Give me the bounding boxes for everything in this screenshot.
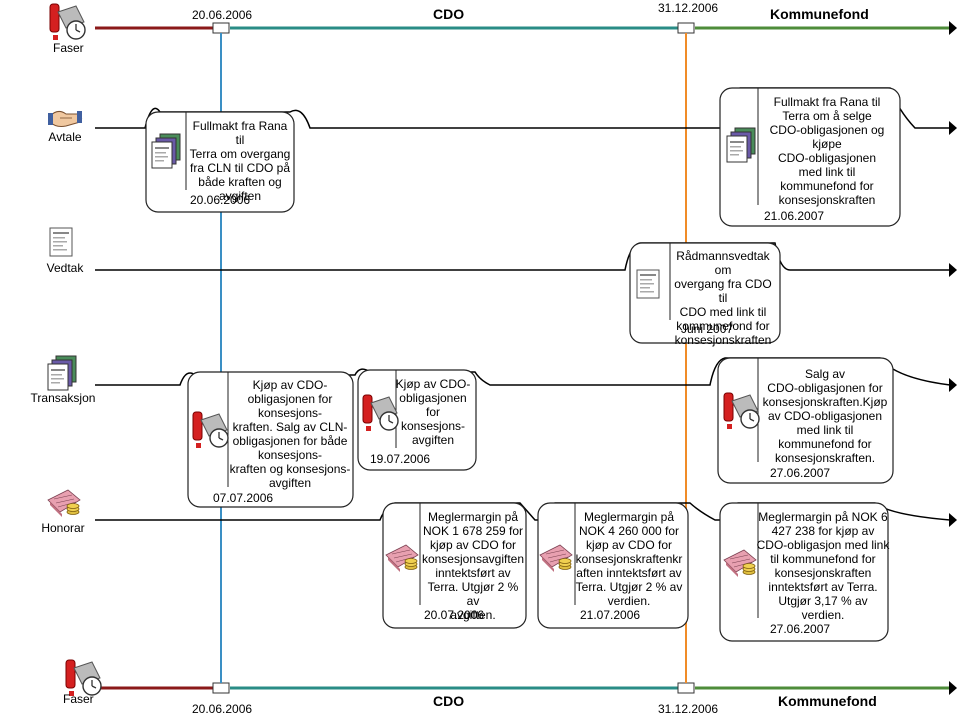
box-trans-3-text: Salg av CDO-obligasjonen for konsesjonsk… [762, 367, 888, 465]
lane-line-vedtak [95, 242, 950, 271]
top-phase-cdo: CDO [433, 6, 465, 22]
box-trans-2-text: Kjøp av CDO- obligasjonen for konsesjons… [395, 377, 471, 447]
box-avtale-2 [719, 87, 901, 227]
box-avtale-2-date: 21.06.2007 [764, 209, 825, 223]
box-avtale-2-text: Fullmakt fra Rana til Terra om å selge C… [769, 95, 885, 207]
box-trans-1-text: Kjøp av CDO- obligasjonen for konsesjons… [229, 378, 351, 490]
documents-stack-icon [726, 127, 756, 163]
alert-clock-icon [65, 659, 102, 697]
box-vedtak-1 [629, 242, 781, 344]
box-hon-1-date: 20.07.2006 [424, 608, 485, 622]
milestone-top-1 [212, 22, 230, 34]
box-hon-3-date: 27.06.2007 [770, 622, 831, 636]
box-trans-2 [357, 369, 477, 471]
bottom-phase-cdo: CDO [433, 693, 465, 709]
alert-clock-icon [49, 3, 86, 41]
box-trans-1 [187, 371, 354, 508]
handshake-icon [47, 110, 83, 127]
box-vedtak-1-text: Rådmannsvedtak om overgang fra CDO til C… [674, 249, 772, 347]
box-trans-3 [717, 357, 894, 484]
top-date-2: 31.12.2006 [658, 1, 719, 15]
box-trans-2-date: 19.07.2006 [370, 452, 431, 466]
top-phases-label: Faser [53, 41, 84, 55]
bottom-date-1: 20.06.2006 [192, 702, 253, 716]
top-phase-kommunefond: Kommunefond [770, 6, 869, 22]
milestone-top-2 [677, 22, 695, 34]
milestone-bottom-1 [212, 682, 230, 694]
document-icon [636, 269, 660, 299]
box-hon-3 [719, 502, 889, 642]
lane-label-vedtak: Vedtak [46, 261, 84, 275]
box-hon-3-text: Meglermargin på NOK 6 427 238 for kjøp a… [756, 510, 890, 622]
money-icon [47, 489, 81, 518]
box-hon-1 [382, 502, 527, 629]
lane-label-transaksjon: Transaksjon [30, 391, 96, 405]
document-icon [49, 227, 73, 257]
box-trans-1-date: 07.07.2006 [213, 491, 274, 505]
box-hon-1-text: Meglermargin på NOK 1 678 259 for kjøp a… [421, 510, 525, 622]
bottom-phase-kommunefond: Kommunefond [778, 693, 877, 709]
box-hon-2-text: Meglermargin på NOK 4 260 000 for kjøp a… [575, 510, 683, 608]
box-hon-2-date: 21.07.2006 [580, 608, 641, 622]
lane-label-honorar: Honorar [41, 521, 85, 535]
box-avtale-1 [145, 111, 295, 213]
documents-stack-icon [151, 133, 181, 169]
box-avtale-1-date: 20.06.2006 [190, 193, 251, 207]
lane-label-avtale: Avtale [48, 130, 82, 144]
box-avtale-1-text: Fullmakt fra Rana til Terra om overgang … [189, 119, 291, 203]
box-vedtak-1-date: Juni 2007 [681, 322, 734, 336]
bottom-phases-label: Faser [63, 692, 94, 706]
top-date-1: 20.06.2006 [192, 8, 253, 22]
box-trans-3-date: 27.06.2007 [770, 466, 831, 480]
documents-stack-icon [47, 355, 77, 391]
bottom-date-2: 31.12.2006 [658, 702, 719, 716]
milestone-bottom-2 [677, 682, 695, 694]
